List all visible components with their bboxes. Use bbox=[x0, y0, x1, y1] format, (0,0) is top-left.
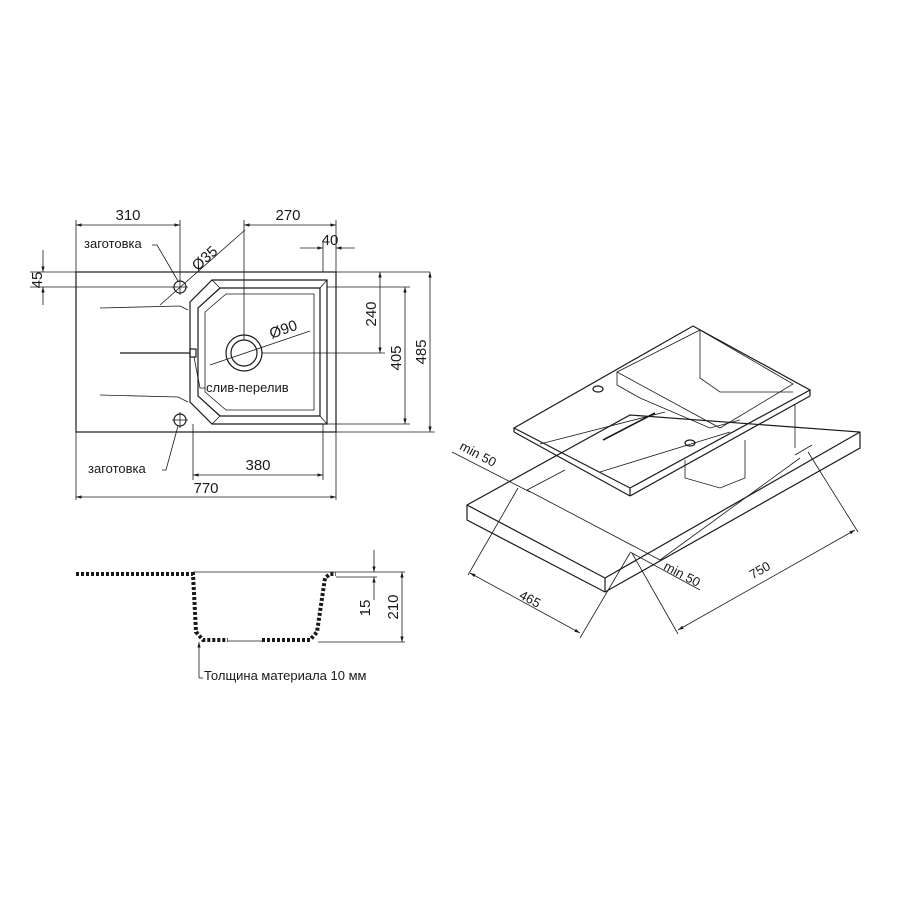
dim-drain: Ø90 bbox=[267, 317, 299, 343]
dim-770: 770 bbox=[193, 480, 218, 497]
sink-outline bbox=[75, 271, 337, 433]
dim-485: 485 bbox=[413, 339, 430, 364]
isometric-view: min 50 min 50 465 750 bbox=[451, 325, 861, 639]
dim-465: 465 bbox=[517, 587, 543, 610]
dim-210: 210 bbox=[385, 594, 402, 619]
dim-15: 15 bbox=[357, 600, 374, 617]
label-blank-bottom: заготовка bbox=[88, 461, 147, 476]
dim-380: 380 bbox=[245, 457, 270, 474]
label-material-thickness: Толщина материала 10 мм bbox=[204, 668, 367, 683]
dim-270: 270 bbox=[275, 207, 300, 224]
dim-310: 310 bbox=[115, 207, 140, 224]
dim-240: 240 bbox=[363, 301, 380, 326]
bowl-outer-rim bbox=[189, 279, 328, 425]
drainer-slot bbox=[602, 412, 656, 441]
bowl-floor bbox=[204, 293, 315, 411]
dim-40: 40 bbox=[322, 232, 339, 249]
countertop-top bbox=[466, 414, 861, 593]
drainer-groove-top bbox=[99, 305, 189, 311]
dim-min-50-right: min 50 bbox=[661, 558, 703, 590]
tap-hole-iso bbox=[592, 385, 604, 393]
dim-405: 405 bbox=[388, 345, 405, 370]
section-wall-left bbox=[76, 572, 228, 642]
sink-bowl-underside bbox=[684, 440, 746, 489]
top-view: 310 270 40 45 Ø35 заготовка заготовка сл… bbox=[29, 207, 435, 500]
label-blank-top: заготовка bbox=[84, 236, 143, 251]
overflow-outlet bbox=[189, 348, 197, 358]
countertop-cutout bbox=[526, 444, 813, 561]
dim-45: 45 bbox=[29, 272, 46, 289]
label-overflow: слив-перелив bbox=[206, 380, 289, 395]
drain-inner bbox=[230, 339, 258, 367]
bowl-inner-rim bbox=[197, 287, 321, 417]
drainer-groove-bottom bbox=[99, 394, 189, 403]
section-wall-right bbox=[262, 572, 336, 642]
dim-tap-hole: Ø35 bbox=[189, 243, 221, 275]
sink-bowl-opening bbox=[616, 329, 794, 429]
section-view: 15 210 Толщина материала 10 мм bbox=[76, 550, 405, 683]
